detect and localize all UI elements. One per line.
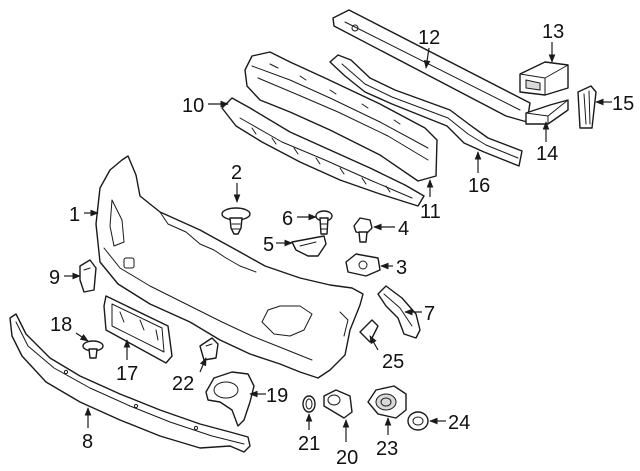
part-8-lower-spoiler: [9, 313, 251, 453]
leader-18: [75, 332, 89, 342]
part-2-push-clip: [221, 207, 251, 235]
callout-17: 17: [116, 363, 138, 385]
callout-2: 2: [231, 162, 242, 184]
callout-8: 8: [82, 431, 93, 453]
callout-21: 21: [298, 433, 320, 455]
part-17-plate-bracket: [103, 295, 173, 364]
part-9-small-clip: [79, 259, 97, 293]
callout-7: 7: [424, 303, 435, 325]
part-3-nut: [345, 253, 381, 277]
callout-20: 20: [336, 447, 358, 469]
part-13-bracket: [519, 61, 569, 96]
callout-18: 18: [50, 314, 72, 336]
part-21-grommet: [302, 395, 316, 413]
leader-25: [369, 335, 379, 351]
callout-19: 19: [266, 385, 288, 407]
part-1-bumper-cover: [95, 155, 364, 379]
part-10-lower-absorber: [221, 97, 425, 207]
part-4-screw: [353, 217, 373, 243]
part-19-sensor-holder: [205, 371, 255, 427]
part-20-sensor-bracket: [323, 389, 353, 419]
callout-13: 13: [542, 21, 564, 43]
callout-1: 1: [69, 204, 80, 226]
part-6-bolt: [315, 210, 333, 235]
part-14-bracket: [525, 99, 569, 125]
callout-labels: 1 2 3 4 5 6 7 8 9 10 11 12 13 14 15 16 1…: [49, 21, 634, 469]
callout-23: 23: [376, 438, 398, 460]
leader-22: [199, 357, 207, 373]
part-16-trim-strip: [329, 54, 523, 167]
callout-25: 25: [382, 351, 404, 373]
part-11-energy-absorber: [244, 51, 438, 182]
callout-24: 24: [448, 412, 470, 434]
callout-16: 16: [468, 175, 490, 197]
part-18-screw: [82, 340, 104, 359]
part-25-small-bracket: [359, 319, 379, 343]
leader-12: [423, 47, 431, 69]
callout-6: 6: [282, 208, 293, 230]
callout-10: 10: [182, 95, 204, 117]
part-5-clip: [291, 235, 327, 257]
callout-11: 11: [420, 201, 441, 223]
callout-3: 3: [396, 257, 407, 279]
callout-4: 4: [398, 218, 409, 240]
callout-14: 14: [536, 143, 558, 165]
part-22-bracket: [199, 337, 219, 361]
callout-22: 22: [172, 373, 194, 395]
part-23-parking-sensor: [367, 385, 407, 419]
callout-9: 9: [49, 267, 60, 289]
leader-lines: [64, 42, 612, 442]
part-7-side-bracket: [377, 285, 421, 339]
part-24-sensor-cap: [407, 411, 429, 431]
callout-5: 5: [263, 234, 274, 256]
callout-12: 12: [418, 27, 440, 49]
part-15-side-strip: [577, 85, 597, 129]
callout-15: 15: [612, 93, 634, 115]
